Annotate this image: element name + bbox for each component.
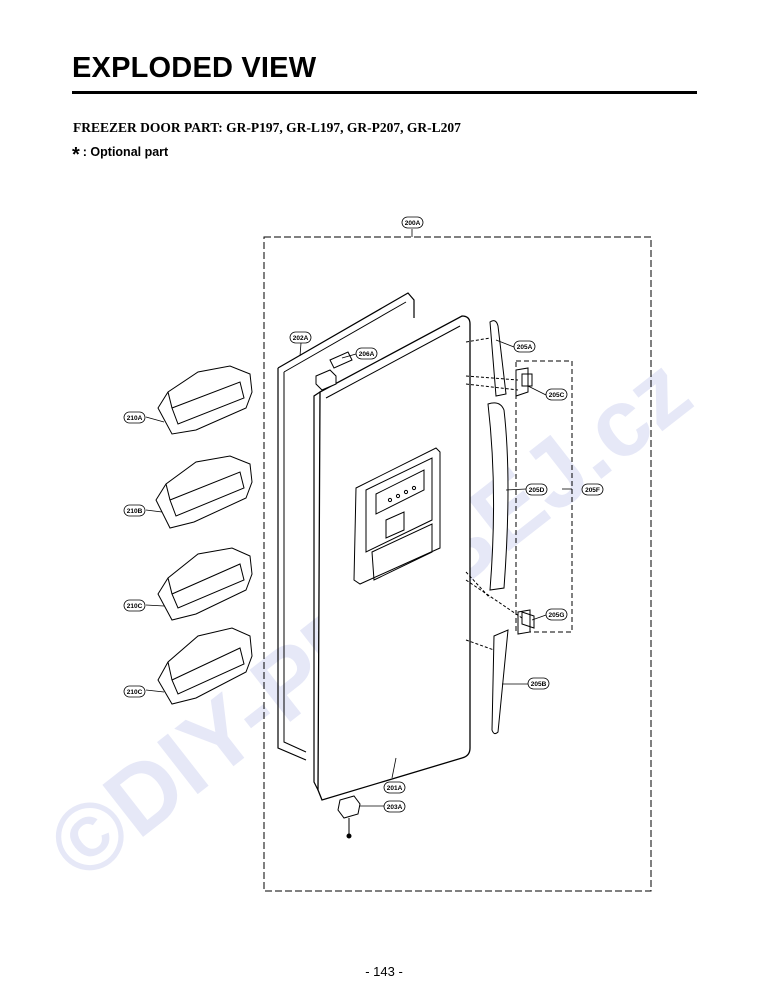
callout-200a: 200A — [401, 216, 424, 229]
door-panel-201a — [313, 315, 471, 801]
hinge-206a — [315, 351, 353, 391]
hinge-203a — [337, 795, 361, 839]
door-bin-210a — [157, 365, 253, 435]
svg-text:205F: 205F — [585, 487, 600, 494]
optional-part-note: *: Optional part — [72, 144, 168, 167]
assembly-frame-200a — [263, 236, 652, 892]
page-title: EXPLODED VIEW — [72, 52, 317, 84]
callout-210c-upper: 210C — [123, 599, 146, 612]
svg-text:202A: 202A — [293, 335, 309, 342]
callout-205a: 205A — [513, 340, 536, 353]
svg-text:210B: 210B — [127, 508, 143, 515]
callout-202a: 202A — [289, 331, 312, 344]
callout-210c-lower: 210C — [123, 685, 146, 698]
title-rule — [72, 91, 697, 94]
handle-bar-205d — [487, 402, 509, 591]
callout-206a: 206A — [355, 347, 378, 360]
page-subtitle: FREEZER DOOR PART: GR-P197, GR-L197, GR-… — [73, 120, 461, 135]
handle-cap-205a — [489, 320, 507, 397]
gasket-202a — [277, 292, 415, 761]
svg-text:206A: 206A — [359, 351, 375, 358]
callout-210a: 210A — [123, 411, 146, 424]
handle-bracket-205g — [517, 609, 535, 635]
svg-text:210C: 210C — [127, 689, 143, 696]
assembly-guide-lines — [465, 337, 523, 651]
svg-text:200A: 200A — [405, 220, 421, 227]
handle-cap-205b — [491, 629, 509, 735]
callout-205c: 205C — [545, 388, 568, 401]
callout-205g: 205G — [545, 608, 568, 621]
optional-star-icon: * — [72, 144, 80, 166]
leader-lines — [145, 229, 572, 807]
handle-bracket-205c — [515, 367, 533, 397]
callout-201a: 201A — [383, 781, 406, 794]
door-bin-210b — [155, 455, 253, 529]
callout-205b: 205B — [527, 677, 550, 690]
optional-note-text: : Optional part — [82, 145, 169, 159]
handle-frame-205f — [515, 360, 573, 633]
svg-text:205G: 205G — [549, 612, 565, 619]
callout-203a: 203A — [383, 800, 406, 813]
door-bin-210c-lower — [157, 627, 253, 705]
svg-text:205D: 205D — [529, 487, 545, 494]
callout-210b: 210B — [123, 504, 146, 517]
svg-text:203A: 203A — [387, 804, 403, 811]
page-number: - 143 - — [365, 964, 403, 979]
door-bin-210c-upper — [157, 547, 253, 621]
callout-205d: 205D — [525, 483, 548, 496]
svg-text:205C: 205C — [549, 392, 565, 399]
svg-text:210A: 210A — [127, 415, 143, 422]
svg-text:201A: 201A — [387, 785, 403, 792]
svg-text:205A: 205A — [517, 344, 533, 351]
svg-text:205B: 205B — [531, 681, 547, 688]
svg-text:210C: 210C — [127, 603, 143, 610]
callout-205f: 205F — [581, 483, 604, 496]
